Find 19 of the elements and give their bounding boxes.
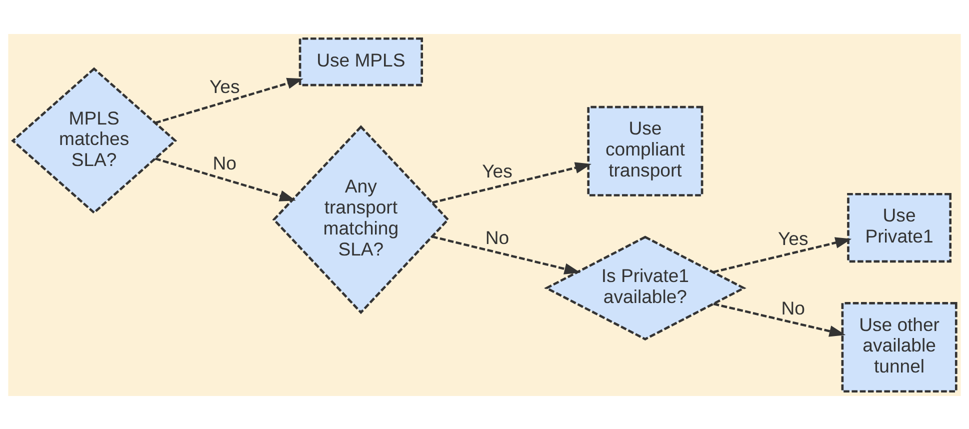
- node-box: Use Private1: [847, 192, 952, 262]
- arrow: [154, 77, 304, 124]
- edge-label: Yes: [482, 160, 512, 182]
- arrow: [712, 236, 852, 273]
- node-diamond: Is Private1 available?: [544, 235, 746, 340]
- edge-label: Yes: [209, 75, 240, 96]
- arrow: [432, 162, 592, 204]
- edge-label: Yes: [778, 227, 808, 248]
- node-diamond: MPLS matches SLA?: [11, 66, 178, 214]
- node-box: Use MPLS: [298, 36, 423, 86]
- arrow: [432, 235, 581, 274]
- edge-label: No: [212, 152, 236, 174]
- arrow: [154, 157, 296, 201]
- node-box: Use other available tunnel: [841, 302, 958, 392]
- edge-label: No: [781, 297, 805, 318]
- edge-label: No: [485, 226, 510, 248]
- node-diamond: Any transport matching SLA?: [272, 124, 450, 314]
- arrow: [713, 302, 846, 336]
- node-box: Use compliant transport: [587, 105, 704, 196]
